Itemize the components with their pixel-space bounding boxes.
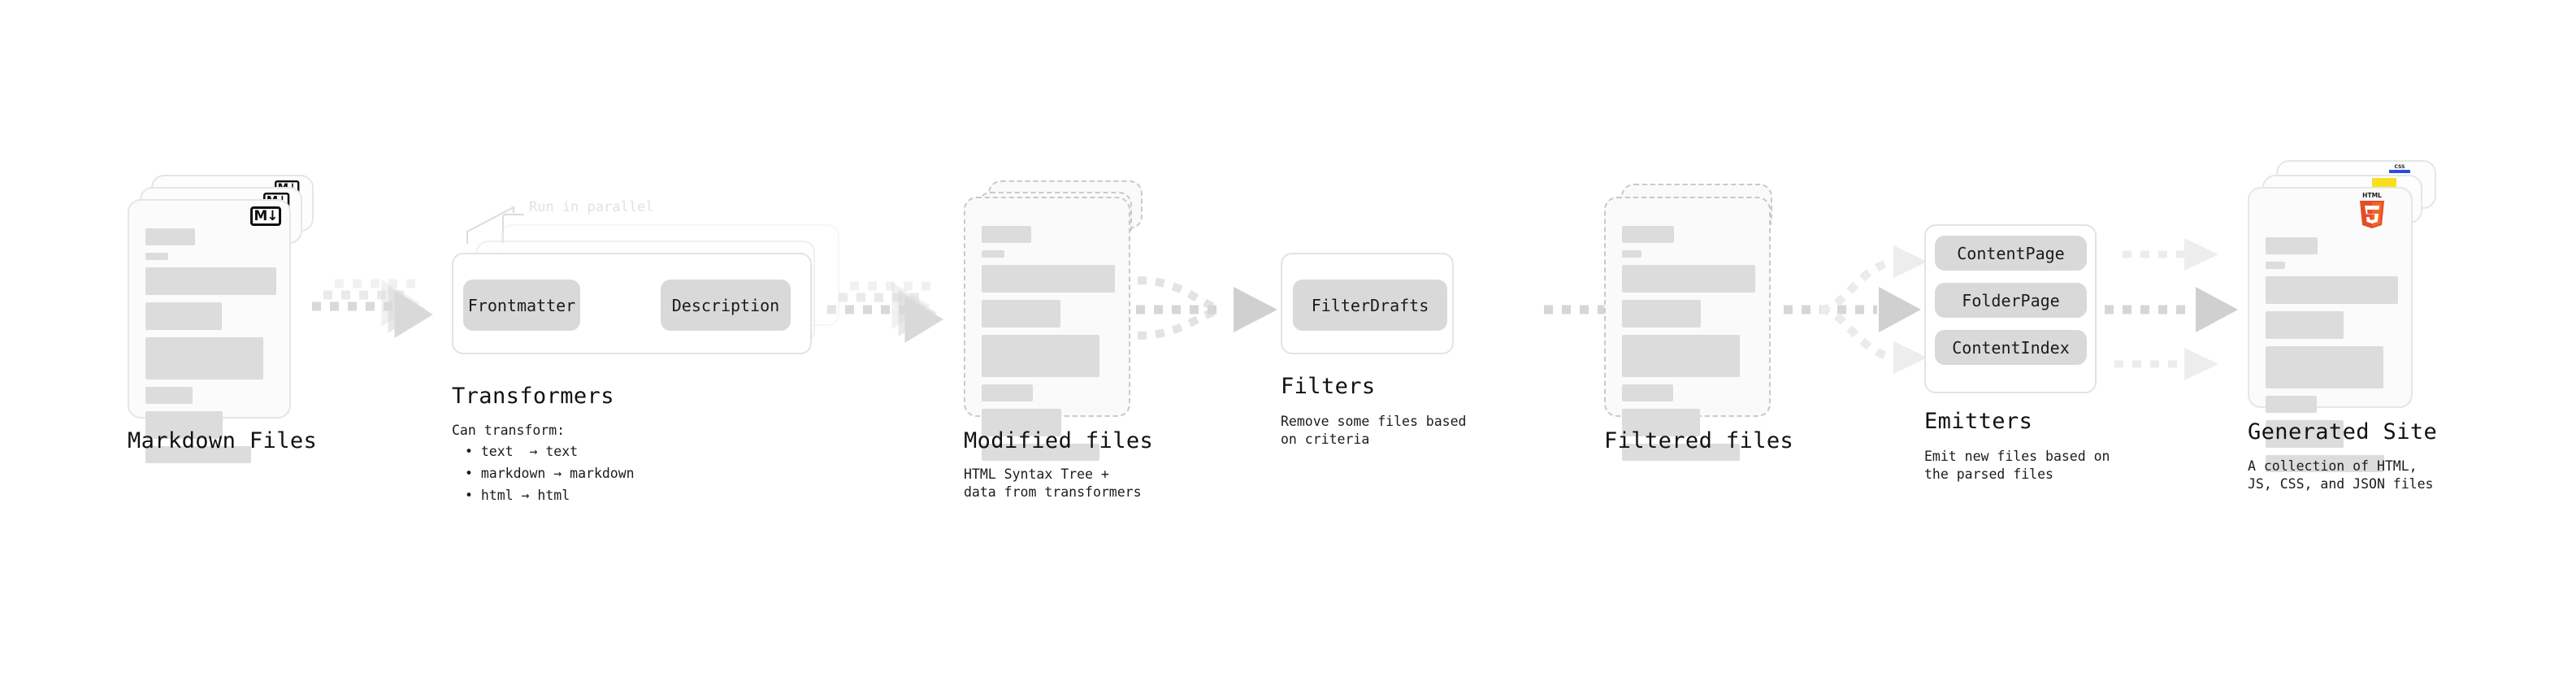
css-icon-underline (2389, 170, 2410, 173)
transformers-bullet-1: • markdown → markdown (465, 466, 635, 481)
emitter-chip-contentindex[interactable]: ContentIndex (1935, 330, 2087, 365)
doc-bar (982, 300, 1060, 327)
generated-site-subtitle: A collection of HTML, JS, CSS, and JSON … (2248, 458, 2434, 492)
markdown-badge-front: M↓ (250, 206, 281, 226)
doc-bar (145, 302, 222, 330)
doc-bar (2266, 311, 2344, 339)
html5-icon: HTML (2360, 192, 2384, 228)
generated-card-content (2249, 189, 2411, 472)
doc-bar (2266, 396, 2317, 413)
doc-bar (1622, 265, 1755, 293)
doc-bar (982, 384, 1033, 401)
doc-bar (2266, 276, 2398, 304)
transformer-chip-description[interactable]: Description (661, 280, 791, 331)
transformer-chip-frontmatter[interactable]: Frontmatter (463, 280, 580, 331)
doc-bar (2266, 346, 2383, 388)
modified-card-front (964, 197, 1130, 461)
transformers-bullet-0: • text → text (465, 444, 579, 459)
css-icon-label: CSS (2394, 164, 2405, 170)
doc-bar (982, 409, 1061, 436)
doc-bar (145, 267, 276, 295)
doc-bar (1622, 250, 1641, 258)
emitter-chip-folderpage[interactable]: FolderPage (1935, 283, 2087, 318)
filtered-card-front (1604, 197, 1771, 461)
doc-bar (145, 253, 168, 260)
doc-bar (145, 228, 195, 245)
doc-bar (145, 446, 251, 463)
emitters-subtitle: Emit new files based on the parsed files (1924, 449, 2110, 482)
doc-bar (145, 387, 193, 404)
doc-bar (1622, 335, 1740, 377)
doc-bar (982, 444, 1099, 461)
doc-bar (2266, 237, 2318, 254)
transformers-subtitle: Can transform: (452, 423, 566, 438)
generated-card-front (2248, 187, 2413, 472)
doc-bar (2266, 262, 2285, 269)
doc-bar (982, 265, 1115, 293)
modified-files-subtitle: HTML Syntax Tree + data from transformer… (964, 466, 1142, 500)
emitters-title: Emitters (1924, 409, 2033, 434)
doc-bar (1622, 409, 1700, 436)
doc-bar (145, 337, 263, 380)
transformers-title: Transformers (452, 384, 614, 409)
doc-bar (2266, 455, 2384, 472)
css-icon: CSS (2389, 165, 2410, 175)
markdown-files-title: Markdown Files (128, 428, 318, 453)
modified-card-content (965, 198, 1129, 461)
doc-bar (1622, 444, 1740, 461)
emitter-chip-contentpage[interactable]: ContentPage (1935, 236, 2087, 271)
filtered-card-content (1606, 198, 1769, 461)
generated-site-title: Generated Site (2248, 419, 2438, 445)
filtered-files-title: Filtered files (1604, 428, 1794, 453)
transformers-bullet-2: • html → html (465, 488, 570, 503)
svg-text:HTML: HTML (2362, 192, 2382, 199)
filters-subtitle: Remove some files based on criteria (1281, 414, 1467, 447)
filter-chip-filterdrafts[interactable]: FilterDrafts (1293, 280, 1447, 331)
filters-title: Filters (1281, 374, 1376, 399)
doc-bar (982, 335, 1099, 377)
doc-bar (1622, 384, 1673, 401)
doc-bar (982, 250, 1004, 258)
run-in-parallel-note: Run in parallel (529, 199, 654, 215)
doc-bar (1622, 226, 1674, 243)
doc-bar (982, 226, 1031, 243)
doc-bar (145, 411, 223, 439)
markdown-card-front (128, 199, 291, 463)
modified-files-title: Modified files (964, 428, 1154, 453)
doc-bar (2266, 420, 2344, 448)
doc-bar (1622, 300, 1701, 327)
markdown-card-content (129, 201, 289, 463)
